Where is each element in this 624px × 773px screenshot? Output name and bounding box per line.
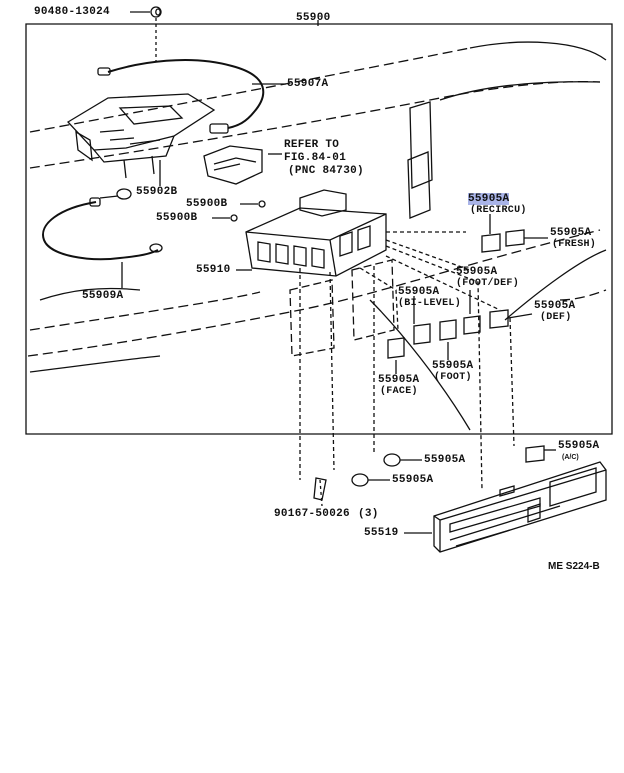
callout-screw-top: 90480-13024 (34, 6, 110, 18)
callout-knob-def-function: (DEF) (540, 312, 572, 323)
callout-knob-a: 55905A (424, 454, 466, 466)
callout-knob-foot-def-function: (FOOT/DEF) (456, 278, 520, 289)
dashboard-outline (29, 47, 471, 133)
callout-cable-lower: 55909A (82, 290, 124, 302)
callout-panel: 55519 (364, 527, 399, 539)
refer-component (203, 145, 263, 185)
refer-note-line2: FIG.84-01 (284, 152, 347, 164)
control-assembly-shape (245, 207, 387, 277)
callout-knob-recircu-part: 55905A (468, 193, 510, 205)
callout-main-assembly: 55900 (296, 12, 331, 24)
callout-knob-fresh-function: (FRESH) (552, 239, 597, 250)
refer-note-line1: REFER TO (284, 139, 340, 151)
callout-screw-bottom-part: 90167-50026 (274, 508, 350, 520)
callout-knob-face-function: (FACE) (380, 386, 418, 397)
frame-border (25, 23, 613, 435)
panel-shape (433, 461, 607, 553)
callout-knob-ac-part: 55905A (558, 440, 600, 452)
callout-control-cable: 55907A (287, 78, 329, 90)
callout-knob-foot-function: (FOOT) (434, 372, 472, 383)
callout-knob-bi-level-part: 55905A (398, 286, 440, 298)
callout-control-assembly: 55910 (196, 264, 231, 276)
callout-bracket: 55902B (136, 186, 178, 198)
figure-code: ME S224-B (548, 561, 600, 572)
callout-knob-foot-part: 55905A (432, 360, 474, 372)
callout-knob-foot-def-part: 55905A (456, 266, 498, 278)
callout-knob-bi-level-function: (BI-LEVEL) (398, 298, 462, 309)
vent-outline (409, 101, 433, 189)
callout-knob-fresh-part: 55905A (550, 227, 592, 239)
refer-note-line3: (PNC 84730) (288, 165, 364, 177)
bracket-shape (66, 93, 216, 151)
callout-knob-face-part: 55905A (378, 374, 420, 386)
callout-screw-bottom-qty: (3) (358, 508, 379, 520)
callout-knob-def-part: 55905A (534, 300, 576, 312)
callout-knob-recircu-function: (RECIRCU) (470, 205, 527, 216)
knob-group (387, 229, 525, 359)
callout-screw-1: 55900B (186, 198, 228, 210)
callout-knob-ac-function: (A/C) (562, 454, 579, 461)
callout-screw-2: 55900B (156, 212, 198, 224)
callout-knob-b: 55905A (392, 474, 434, 486)
